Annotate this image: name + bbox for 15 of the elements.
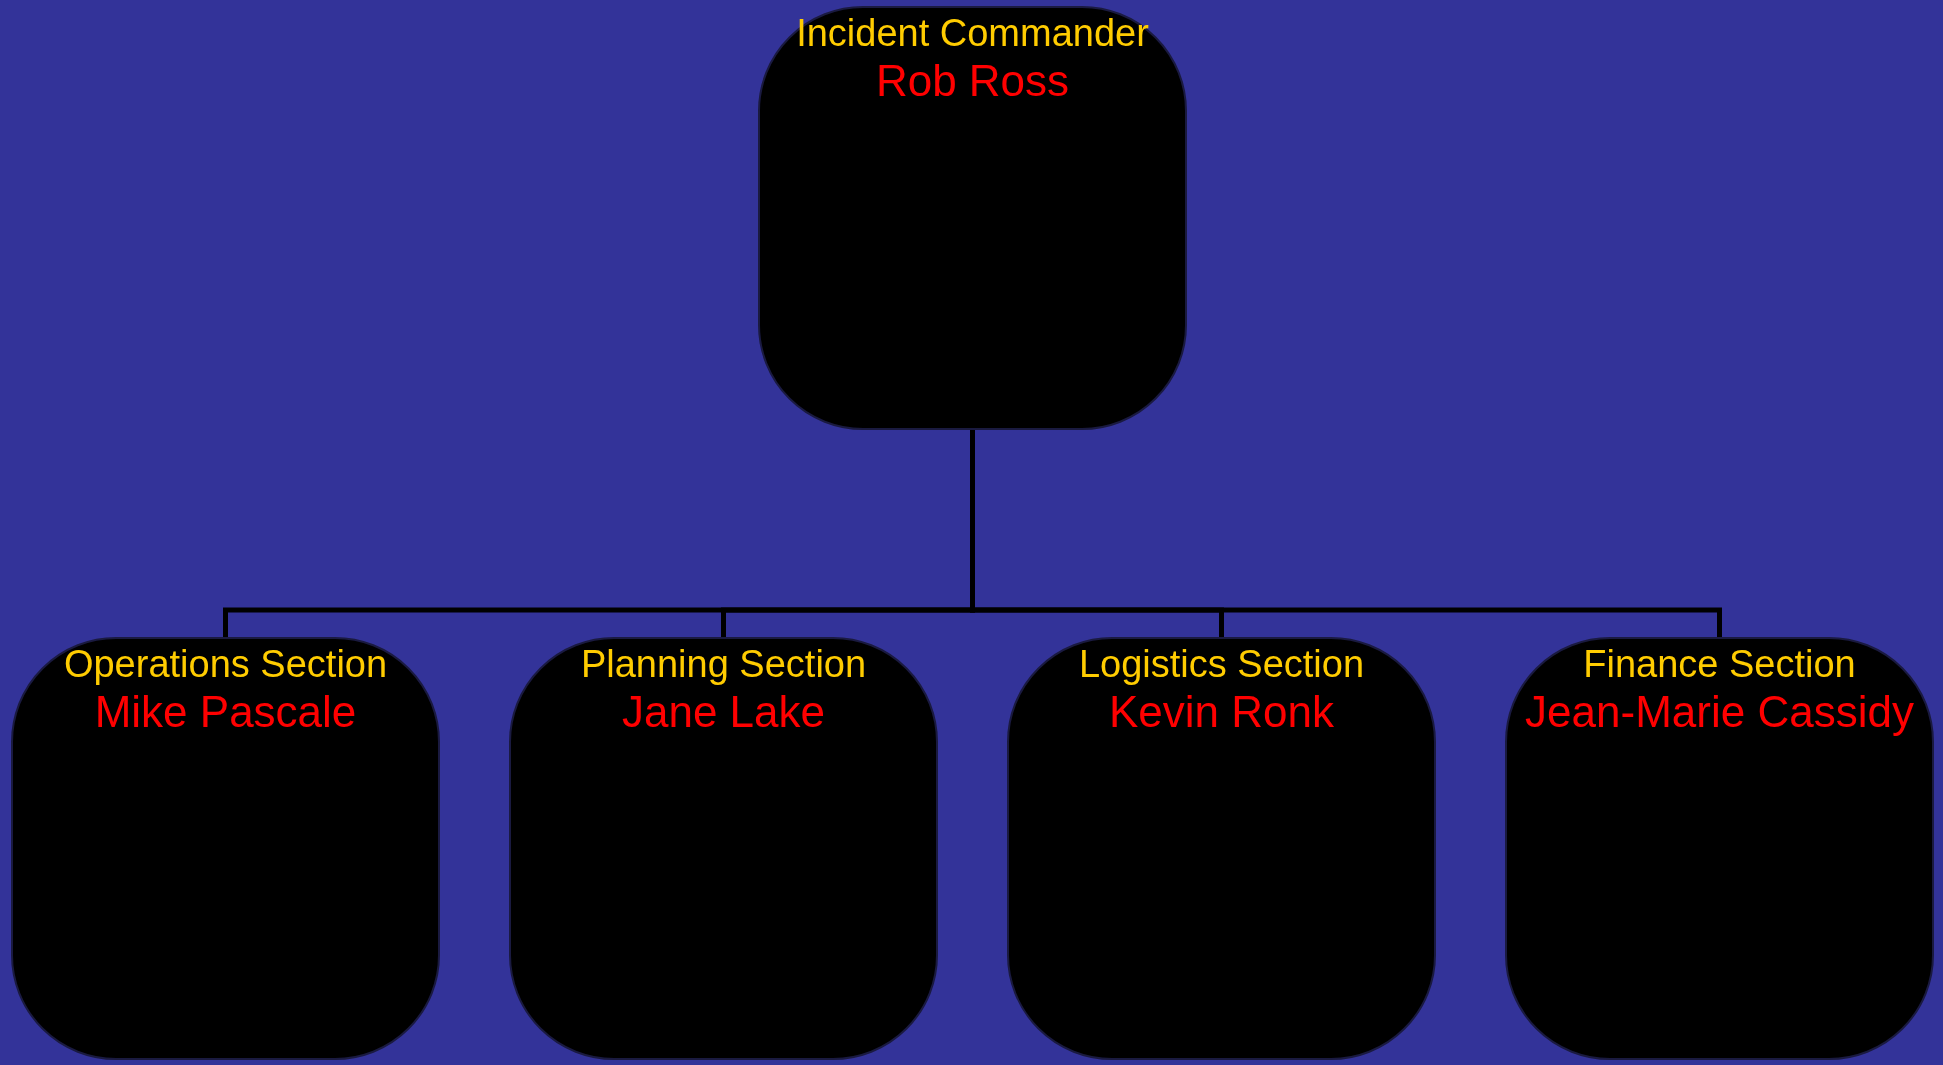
role-title: Planning Section [580,643,867,687]
person-name: Jane Lake [621,686,826,738]
role-title: Logistics Section [1078,643,1365,687]
role-title: Operations Section [63,643,388,687]
person-name: Kevin Ronk [1109,686,1334,738]
person-name: Jean-Marie Cassidy [1525,686,1914,738]
rounded-box [11,637,440,1060]
role-title: Incident Commander [796,12,1149,56]
rounded-box [1007,637,1436,1060]
person-name: Mike Pascale [94,686,357,738]
rounded-box [509,637,938,1060]
person-name: Rob Ross [875,55,1070,107]
rounded-box [758,6,1187,430]
role-title: Finance Section [1583,643,1856,687]
rounded-box [1505,637,1934,1060]
